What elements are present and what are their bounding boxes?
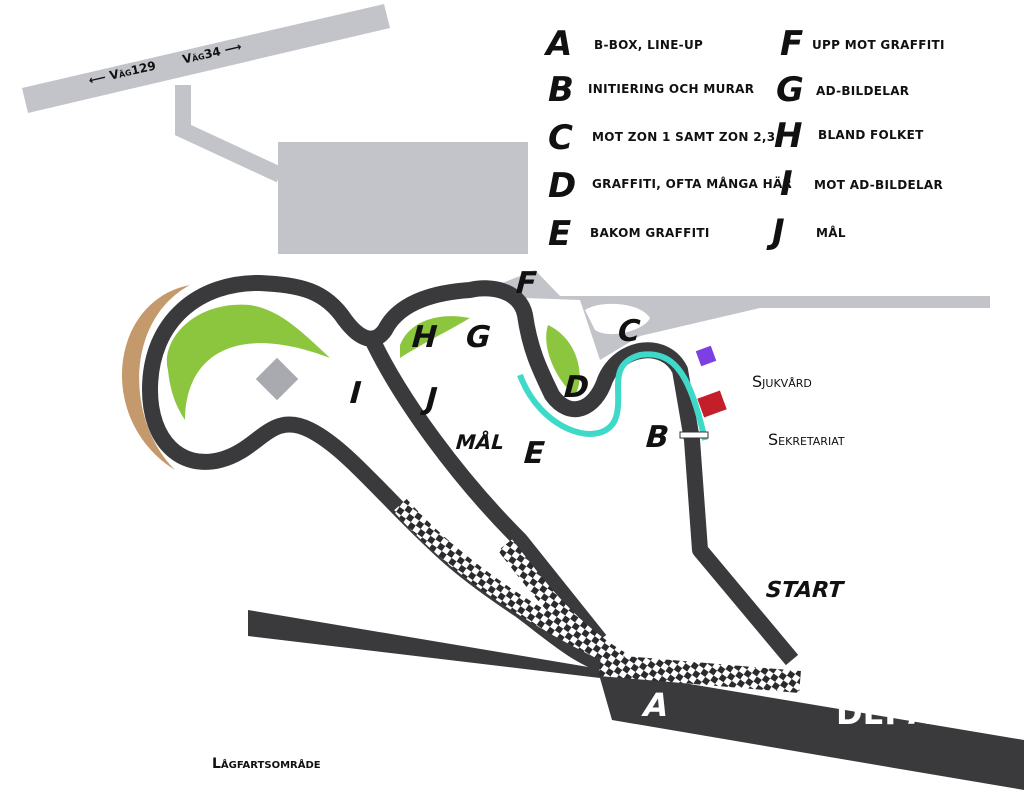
low-speed-label: Lågfartsområde	[212, 756, 321, 772]
legend-letter-j: J	[772, 212, 785, 252]
depa-label: DEPÅ	[836, 694, 933, 732]
paddock-area	[470, 270, 990, 360]
start-gate	[679, 431, 709, 439]
map-marker-e: E	[522, 436, 546, 471]
legend-text-d: GRAFFITI, OFTA MÅNGA HÄR	[592, 177, 793, 191]
legend-letter-e: E	[548, 214, 572, 254]
marker-square	[255, 357, 299, 401]
medical-marker	[695, 345, 717, 367]
map-marker-f: F	[514, 266, 538, 301]
secretariat-label: Sekretariat	[768, 430, 845, 449]
zone-cyan	[517, 351, 708, 441]
legend-text-g: AD-BILDELAR	[816, 84, 910, 98]
legend-letter-i: I	[780, 164, 793, 204]
map-marker-h: H	[410, 320, 439, 355]
track-diagonal	[362, 331, 607, 645]
medical-label: Sjukvård	[752, 372, 812, 391]
legend-text-i: MOT AD-BILDELAR	[814, 178, 944, 192]
legend-letter-f: F	[780, 24, 804, 64]
secretariat-marker	[697, 390, 727, 418]
map-marker-c: C	[616, 314, 642, 349]
start-label: START	[765, 578, 845, 603]
legend-text-a: B-BOX, LINE-UP	[594, 38, 704, 52]
access-road	[175, 85, 284, 183]
map-marker-a: A	[642, 686, 671, 724]
legend-letter-a: A	[546, 24, 573, 64]
finish-label: MÅL	[455, 430, 505, 454]
legend-text-j: MÅL	[816, 226, 846, 240]
paddock-hole	[585, 303, 650, 335]
sand-trap	[121, 285, 190, 470]
legend-letter-c: C	[548, 118, 573, 158]
legend-text-f: UPP MOT GRAFFITI	[812, 38, 945, 52]
map-marker-b: B	[644, 420, 671, 455]
checker-pit	[599, 654, 801, 693]
main-road	[22, 4, 390, 113]
legend-text-h: BLAND FOLKET	[818, 128, 924, 142]
grass-left	[166, 304, 330, 420]
legend-letter-d: D	[548, 166, 577, 206]
map-marker-g: G	[464, 320, 492, 355]
legend-text-e: BAKOM GRAFFITI	[590, 226, 710, 240]
checker-right	[497, 539, 625, 668]
grass-mid	[400, 316, 470, 358]
checker-left	[393, 499, 605, 659]
legend-letter-g: G	[776, 70, 804, 110]
legend-text-b: INITIERING OCH MURAR	[588, 82, 755, 96]
parking-area	[278, 142, 528, 254]
legend-text-c: MOT ZON 1 SAMT ZON 2,3	[592, 130, 776, 144]
map-marker-d: D	[562, 370, 591, 405]
legend-letter-b: B	[548, 70, 574, 110]
depa-lane	[248, 610, 1024, 790]
grass-right	[546, 325, 580, 395]
legend-letter-h: H	[774, 116, 803, 156]
